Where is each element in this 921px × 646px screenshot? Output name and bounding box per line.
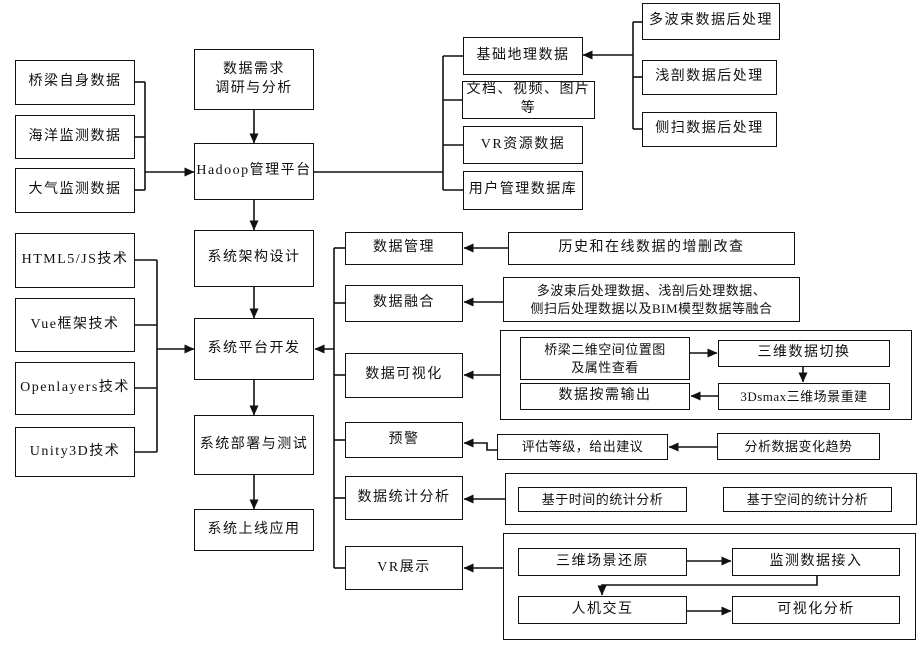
node-multibeam-postprocess: 多波束数据后处理 xyxy=(642,3,780,40)
node-space-statistics: 基于空间的统计分析 xyxy=(723,487,892,512)
node-docs-media: 文档、视频、图片等 xyxy=(462,81,595,119)
node-monitor-data-access: 监测数据接入 xyxy=(732,548,900,576)
group-statistical-analysis xyxy=(505,473,917,525)
node-human-computer-interaction: 人机交互 xyxy=(518,596,687,624)
node-demand-analysis: 数据需求 调研与分析 xyxy=(194,49,314,110)
node-deploy-test: 系统部署与测试 xyxy=(194,415,314,475)
group-data-visualization xyxy=(500,330,912,420)
node-vr-display: VR展示 xyxy=(345,546,463,590)
node-user-database: 用户管理数据库 xyxy=(463,171,583,210)
node-crud-description: 历史和在线数据的增删改查 xyxy=(508,232,795,265)
node-geo-data: 基础地理数据 xyxy=(463,37,583,75)
node-go-live: 系统上线应用 xyxy=(194,509,314,551)
group-vr-display xyxy=(503,533,916,640)
node-platform-development: 系统平台开发 xyxy=(194,318,314,380)
node-ocean-data: 海洋监测数据 xyxy=(15,115,135,159)
node-vue: Vue框架技术 xyxy=(15,298,135,352)
node-hadoop-platform: Hadoop管理平台 xyxy=(194,143,314,200)
node-time-statistics: 基于时间的统计分析 xyxy=(518,487,687,512)
node-bridge-2d-map: 桥梁二维空间位置图 及属性查看 xyxy=(520,337,690,380)
node-scene-restore: 三维场景还原 xyxy=(518,548,687,576)
node-architecture-design: 系统架构设计 xyxy=(194,230,314,287)
node-vr-resource-data: VR资源数据 xyxy=(463,126,583,164)
node-data-visualization: 数据可视化 xyxy=(345,353,463,398)
node-fusion-description: 多波束后处理数据、浅剖后处理数据、 侧扫后处理数据以及BIM模型数据等融合 xyxy=(503,277,800,322)
node-statistical-analysis: 数据统计分析 xyxy=(345,476,463,520)
node-shallow-profile-postprocess: 浅剖数据后处理 xyxy=(642,60,777,95)
node-unity3d: Unity3D技术 xyxy=(15,427,135,477)
node-sidescan-postprocess: 侧扫数据后处理 xyxy=(642,112,777,147)
node-atmos-data: 大气监测数据 xyxy=(15,168,135,213)
node-early-warning: 预警 xyxy=(345,422,463,458)
node-trend-analysis: 分析数据变化趋势 xyxy=(717,433,880,460)
node-data-fusion: 数据融合 xyxy=(345,285,463,322)
node-openlayers: Openlayers技术 xyxy=(15,362,135,415)
node-html5-js: HTML5/JS技术 xyxy=(15,233,135,288)
node-3dsmax-scene-rebuild: 3Dsmax三维场景重建 xyxy=(718,383,890,410)
node-3d-data-switch: 三维数据切换 xyxy=(718,340,890,367)
node-data-management: 数据管理 xyxy=(345,232,463,265)
node-visual-analysis: 可视化分析 xyxy=(732,596,900,624)
node-bridge-data: 桥梁自身数据 xyxy=(15,60,135,105)
node-assess-grade: 评估等级，给出建议 xyxy=(497,434,668,460)
node-data-output: 数据按需输出 xyxy=(520,383,690,410)
